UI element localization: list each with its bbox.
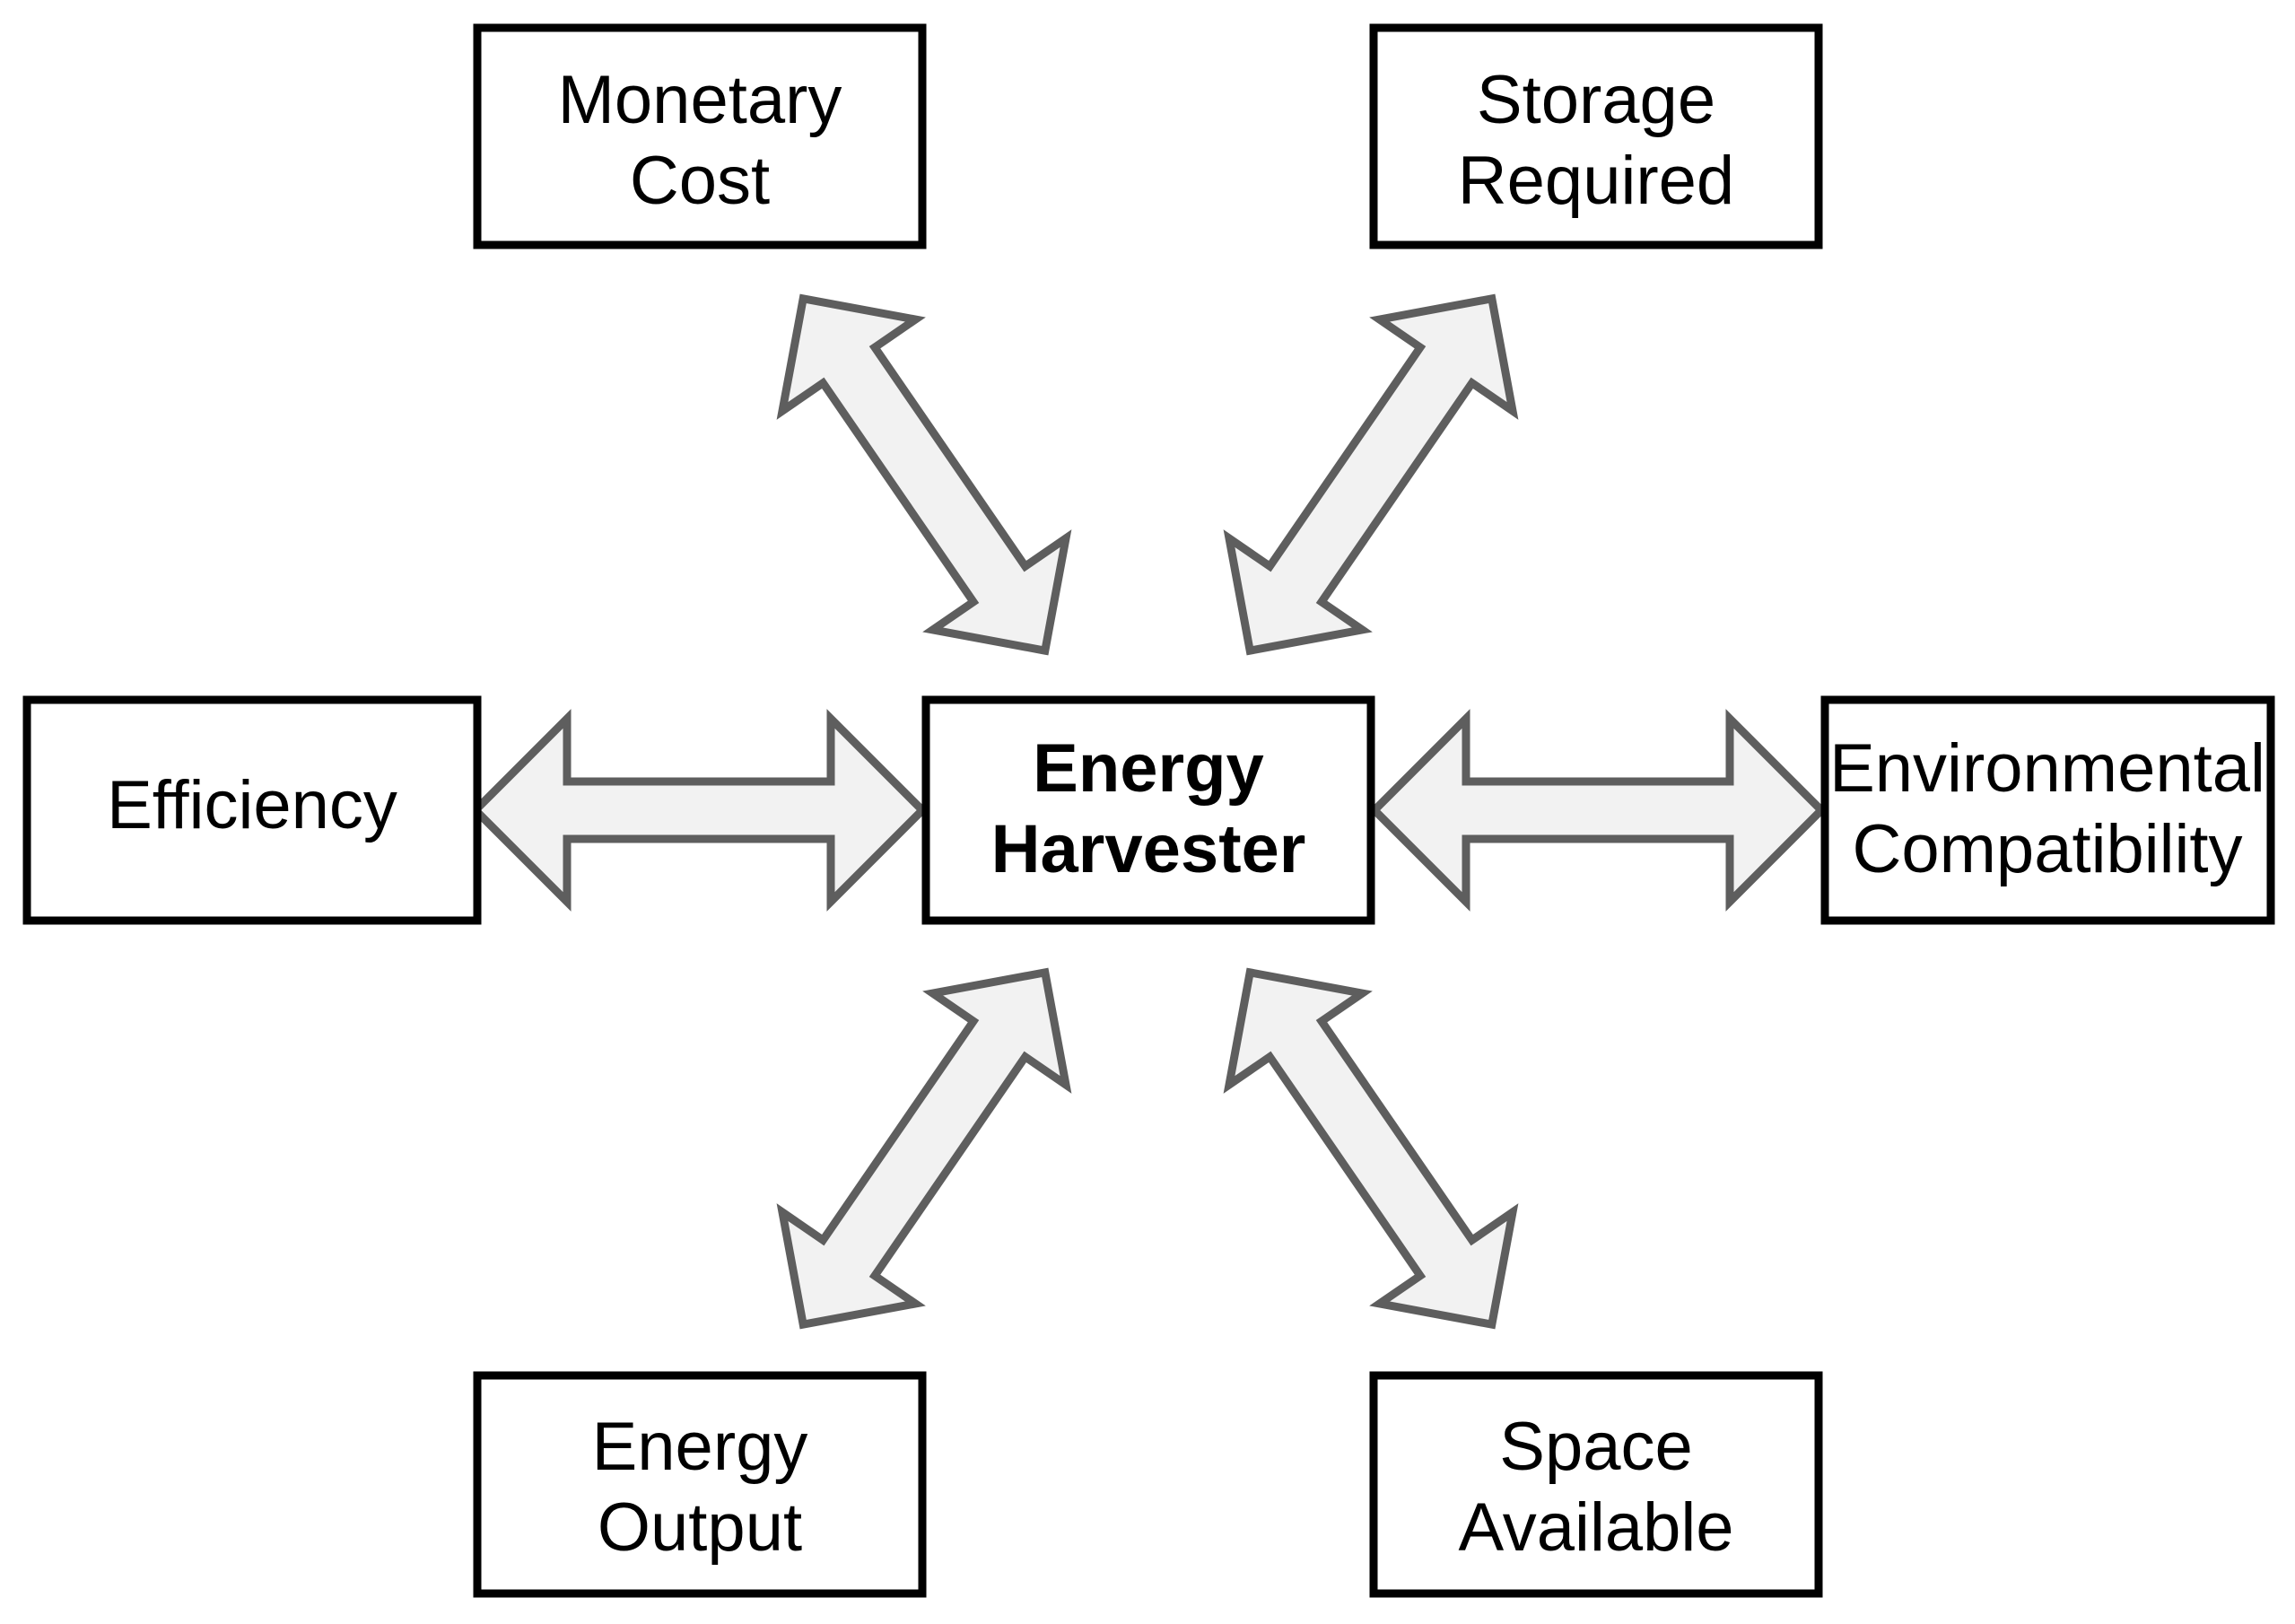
double-arrow-diagonal-down-right — [1223, 967, 1519, 1330]
connector-space-available — [1223, 967, 1519, 1330]
node-energy-output-box[interactable] — [473, 1371, 927, 1598]
node-energy-harvester-label-line1: Energy — [1033, 730, 1264, 807]
connector-storage-required — [1223, 293, 1519, 656]
double-arrow-diagonal-up-right — [1223, 293, 1519, 656]
node-monetary-cost-label-line2: Cost — [630, 143, 770, 219]
node-energy-harvester-label-line2: Harvester — [991, 811, 1306, 887]
node-environmental-compatibility-label-line2: Compatibility — [1852, 811, 2242, 887]
node-monetary-cost[interactable]: Monetary Cost — [473, 23, 927, 249]
connector-efficiency — [469, 709, 929, 912]
node-environmental-compatibility-box[interactable] — [1820, 695, 2275, 925]
node-environmental-compatibility-label-line1: Environmental — [1829, 730, 2265, 807]
node-energy-output-label-line1: Energy — [592, 1409, 808, 1485]
node-energy-harvester[interactable]: Energy Harvester — [921, 695, 1375, 925]
node-energy-output[interactable]: Energy Output — [473, 1371, 927, 1598]
node-energy-harvester-box[interactable] — [921, 695, 1375, 925]
node-space-available-label-line2: Available — [1458, 1489, 1733, 1566]
node-space-available-box[interactable] — [1369, 1371, 1823, 1598]
node-monetary-cost-label-line1: Monetary — [558, 62, 842, 138]
node-storage-required-label-line1: Storage — [1477, 62, 1715, 138]
double-arrow-diagonal-down-left — [776, 967, 1072, 1330]
connector-energy-output — [776, 967, 1072, 1330]
node-storage-required-label-line2: Required — [1458, 143, 1734, 219]
node-efficiency-box[interactable] — [22, 695, 482, 925]
node-storage-required[interactable]: Storage Required — [1369, 23, 1823, 249]
node-storage-required-box[interactable] — [1369, 23, 1823, 249]
node-monetary-cost-box[interactable] — [473, 23, 927, 249]
node-efficiency-label-line1: Efficiency — [107, 767, 397, 843]
double-arrow-horizontal-right — [1368, 709, 1828, 912]
connector-monetary-cost — [776, 293, 1072, 656]
double-arrow-horizontal-left — [469, 709, 929, 912]
node-space-available-label-line1: Space — [1499, 1409, 1693, 1485]
node-efficiency[interactable]: Efficiency — [22, 695, 482, 925]
node-environmental-compatibility[interactable]: Environmental Compatibility — [1820, 695, 2275, 925]
node-energy-output-label-line2: Output — [598, 1489, 802, 1566]
double-arrow-diagonal-up-left — [776, 293, 1072, 656]
node-space-available[interactable]: Space Available — [1369, 1371, 1823, 1598]
connector-environmental-compatibility — [1368, 709, 1828, 912]
